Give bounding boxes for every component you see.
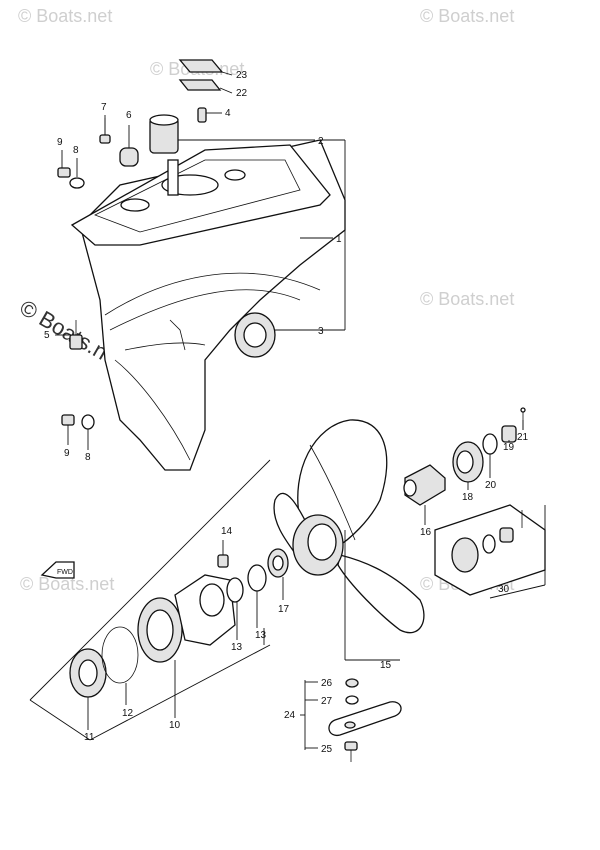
bushing-6 bbox=[119, 147, 139, 167]
oil-seal-3 bbox=[234, 312, 276, 358]
callout-11: 11 bbox=[84, 732, 95, 743]
washer-8-lower bbox=[81, 414, 95, 430]
callout-6: 6 bbox=[126, 110, 132, 121]
propeller-15 bbox=[273, 419, 425, 634]
nut-26 bbox=[345, 678, 359, 688]
callout-20: 20 bbox=[485, 480, 497, 491]
callout-25: 25 bbox=[321, 744, 333, 755]
callout-18: 18 bbox=[462, 492, 474, 503]
callout-numbers: 1 2 3 4 5 6 7 8 8 9 9 10 11 12 13 13 14 … bbox=[44, 70, 529, 755]
callout-8-top: 8 bbox=[73, 145, 79, 156]
callout-30: 30 bbox=[498, 584, 510, 595]
watermark-top-left: © Boats.net bbox=[18, 6, 112, 26]
watermark-lower-left: © Boats.net bbox=[20, 574, 114, 594]
callout-21: 21 bbox=[517, 432, 529, 443]
leader-lines-lower bbox=[87, 420, 546, 730]
callout-5: 5 bbox=[44, 330, 50, 341]
callout-9-top: 9 bbox=[57, 137, 63, 148]
carrier-housing bbox=[174, 574, 236, 646]
washer-27 bbox=[345, 695, 359, 705]
callout-26: 26 bbox=[321, 678, 333, 689]
callout-19: 19 bbox=[503, 442, 515, 453]
bolt-9-top bbox=[57, 167, 71, 178]
callout-13-a: 13 bbox=[231, 642, 243, 653]
assembly-frame-lines bbox=[29, 459, 271, 741]
callout-14: 14 bbox=[221, 526, 233, 537]
callout-2: 2 bbox=[318, 136, 324, 147]
watermarks: © Boats.net © Boats.net © Boats.net © Bo… bbox=[16, 6, 515, 594]
callout-15: 15 bbox=[380, 660, 392, 671]
callout-12: 12 bbox=[122, 708, 134, 719]
callout-4: 4 bbox=[225, 108, 231, 119]
bolt-14 bbox=[217, 554, 229, 568]
callout-27: 27 bbox=[321, 696, 333, 707]
bearing-11 bbox=[69, 648, 107, 698]
callout-8-lower: 8 bbox=[85, 452, 91, 463]
callout-22: 22 bbox=[236, 88, 248, 99]
washer-20 bbox=[482, 433, 498, 455]
callout-9-lower: 9 bbox=[64, 448, 70, 459]
fwd-arrow-label: FWD bbox=[57, 569, 73, 576]
callout-10: 10 bbox=[169, 720, 181, 731]
needle-bearing bbox=[149, 114, 179, 154]
plate-22 bbox=[178, 79, 222, 91]
pin-4 bbox=[197, 107, 207, 123]
bolt-25 bbox=[344, 741, 358, 762]
anode-plate bbox=[328, 701, 402, 737]
thrust-washer-17 bbox=[267, 548, 289, 578]
kit-30 bbox=[434, 504, 546, 596]
o-ring-12 bbox=[101, 626, 139, 684]
watermark-mid-right: © Boats.net bbox=[420, 289, 514, 309]
callout-23: 23 bbox=[236, 70, 248, 81]
bolt-9-lower bbox=[61, 414, 75, 426]
anode-assembly bbox=[300, 678, 402, 762]
oil-seal-13a bbox=[226, 577, 244, 603]
washer-18 bbox=[452, 441, 484, 483]
nut-19 bbox=[501, 425, 517, 443]
bolt-5 bbox=[69, 320, 83, 350]
spacer-16 bbox=[403, 464, 446, 506]
fwd-arrow-icon: FWD bbox=[40, 561, 75, 579]
callout-16: 16 bbox=[420, 527, 432, 538]
callout-17: 17 bbox=[278, 604, 290, 615]
callout-3: 3 bbox=[318, 326, 324, 337]
gearcase-housing bbox=[70, 139, 346, 471]
oil-seal-13b bbox=[247, 564, 267, 592]
bearing-housing-10 bbox=[137, 597, 183, 663]
watermark-top-right: © Boats.net bbox=[420, 6, 514, 26]
washer-8-top bbox=[69, 177, 85, 189]
callout-24: 24 bbox=[284, 710, 296, 721]
callout-1: 1 bbox=[336, 234, 342, 245]
callout-7: 7 bbox=[101, 102, 107, 113]
leader-lines-top bbox=[55, 71, 346, 450]
callout-13-b: 13 bbox=[255, 630, 267, 641]
